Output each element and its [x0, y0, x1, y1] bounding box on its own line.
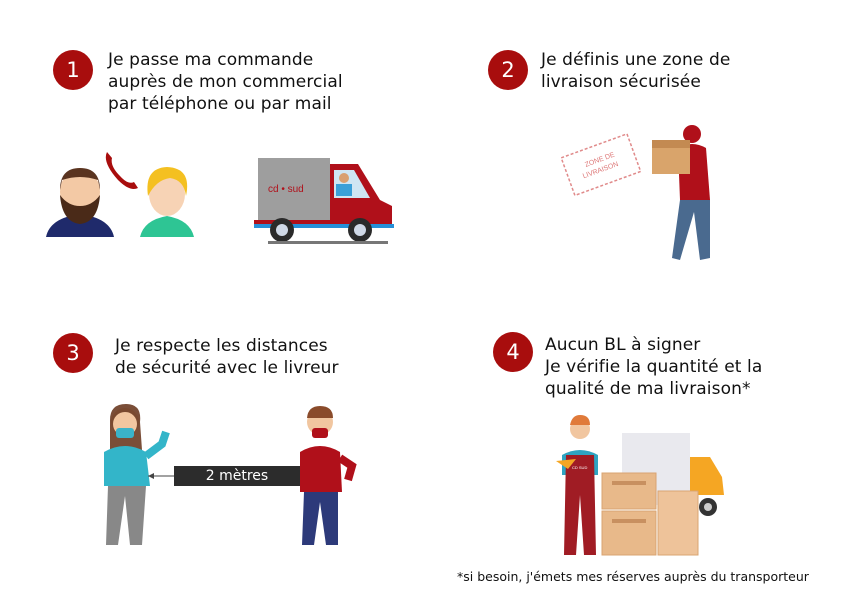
step-2-line: livraison sécurisée: [541, 72, 701, 92]
step-1-text: Je passe ma commande auprès de mon comme…: [108, 49, 343, 115]
step-3-line: de sécurité avec le livreur: [115, 358, 339, 378]
zone-stamp: ZONE DE LIVRAISON: [560, 132, 642, 197]
step-4-line: Je vérifie la quantité et la: [545, 357, 763, 377]
step-number-4: 4: [493, 332, 533, 372]
phone-icon: [105, 152, 138, 189]
step-4-text: Aucun BL à signer Je vérifie la quantité…: [545, 334, 762, 400]
step-3-line: Je respecte les distances: [115, 336, 328, 356]
step-number-2: 2: [488, 50, 528, 90]
overall-brand: CD SUD: [572, 465, 587, 470]
step-number-3: 3: [53, 333, 93, 373]
step-4-line: Aucun BL à signer: [545, 335, 701, 355]
delivery-check-illustration: CD SUD: [556, 415, 724, 556]
footnote: *si besoin, j'émets mes réserves auprès …: [457, 569, 809, 584]
step-1-line: auprès de mon commercial: [108, 72, 343, 92]
delivery-zone-illustration: ZONE DE LIVRAISON: [560, 125, 710, 260]
step-3-text: Je respecte les distances de sécurité av…: [115, 335, 339, 379]
step-2-text: Je définis une zone de livraison sécuris…: [541, 49, 730, 93]
truck-brand: cd • sud: [268, 184, 304, 195]
step-number-1: 1: [53, 50, 93, 90]
step-1-line: Je passe ma commande: [108, 50, 314, 70]
step-4-line: qualité de ma livraison*: [545, 379, 751, 399]
phone-call-illustration: cd • sud: [46, 152, 394, 244]
social-distance-illustration: [104, 404, 357, 545]
step-2-line: Je définis une zone de: [541, 50, 731, 70]
distance-label: 2 mètres: [174, 466, 300, 486]
step-1-line: par téléphone ou par mail: [108, 94, 332, 114]
